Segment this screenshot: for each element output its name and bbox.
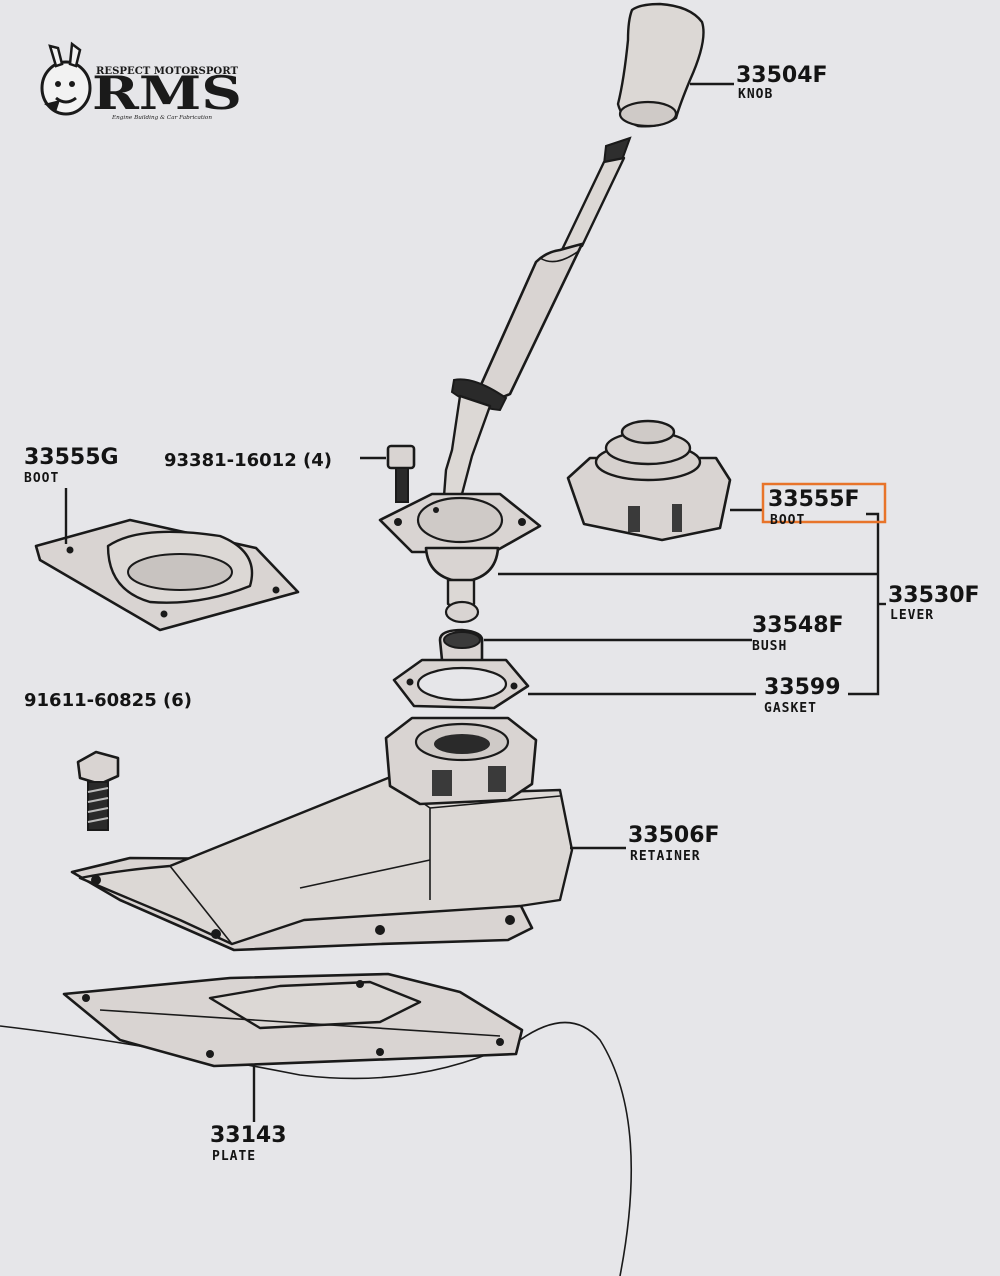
part-label-boot-f[interactable]: 33555F BOOT	[768, 487, 860, 528]
part-label-bolt-a[interactable]: 93381-16012 (4)	[164, 450, 332, 471]
rms-logo: RMS RESPECT MOTORSPORT Engine Building &…	[40, 41, 242, 121]
part-description: LEVER	[890, 608, 934, 623]
part-label-knob[interactable]: 33504F KNOB	[736, 63, 828, 102]
part-description: BOOT	[24, 471, 59, 486]
bolt-a-shape	[386, 444, 416, 503]
part-number: 33530F	[888, 583, 980, 608]
part-number: 91611-60825 (6)	[24, 690, 192, 711]
logo-tagline: Engine Building & Car Fabrication	[111, 115, 212, 121]
bolt-b-shape	[76, 750, 120, 831]
knob-shape	[616, 2, 705, 128]
part-number: 93381-16012 (4)	[164, 450, 332, 471]
part-number: 33555G	[24, 445, 119, 470]
rabbit-mascot-icon	[40, 41, 92, 116]
plate-shape	[62, 972, 524, 1068]
part-label-retainer[interactable]: 33506F RETAINER	[628, 823, 720, 864]
gasket-shape	[392, 658, 530, 710]
part-number: 33599	[764, 675, 841, 700]
part-number: 33506F	[628, 823, 720, 848]
part-number: 33504F	[736, 63, 828, 88]
logo-wordmark: RMS	[92, 66, 242, 120]
part-label-bolt-b[interactable]: 91611-60825 (6)	[24, 690, 192, 711]
part-label-lever[interactable]: 33530F LEVER	[888, 583, 980, 623]
part-number: 33555F	[768, 487, 860, 512]
part-label-boot-g[interactable]: 33555G BOOT	[24, 445, 119, 486]
part-description: BOOT	[770, 513, 805, 528]
part-number: 33143	[210, 1123, 287, 1148]
part-description: BUSH	[752, 639, 787, 654]
lever-base-shape	[378, 492, 542, 624]
part-number: 33548F	[752, 613, 844, 638]
retainer-shape	[70, 716, 574, 952]
part-description: RETAINER	[630, 849, 701, 864]
part-label-plate[interactable]: 33143 PLATE	[210, 1123, 287, 1164]
part-label-bush[interactable]: 33548F BUSH	[752, 613, 844, 654]
lever-shape	[442, 136, 632, 498]
logo-name: RESPECT MOTORSPORT	[96, 65, 238, 77]
bush-shape	[438, 628, 484, 666]
part-description: KNOB	[738, 87, 773, 102]
boot-f-shape	[566, 419, 732, 542]
part-description: PLATE	[212, 1149, 256, 1164]
part-description: GASKET	[764, 701, 817, 716]
part-label-gasket[interactable]: 33599 GASKET	[764, 675, 841, 716]
boot-g-shape	[34, 518, 300, 632]
leader-lines	[64, 82, 886, 1122]
highlight-box	[761, 482, 887, 524]
